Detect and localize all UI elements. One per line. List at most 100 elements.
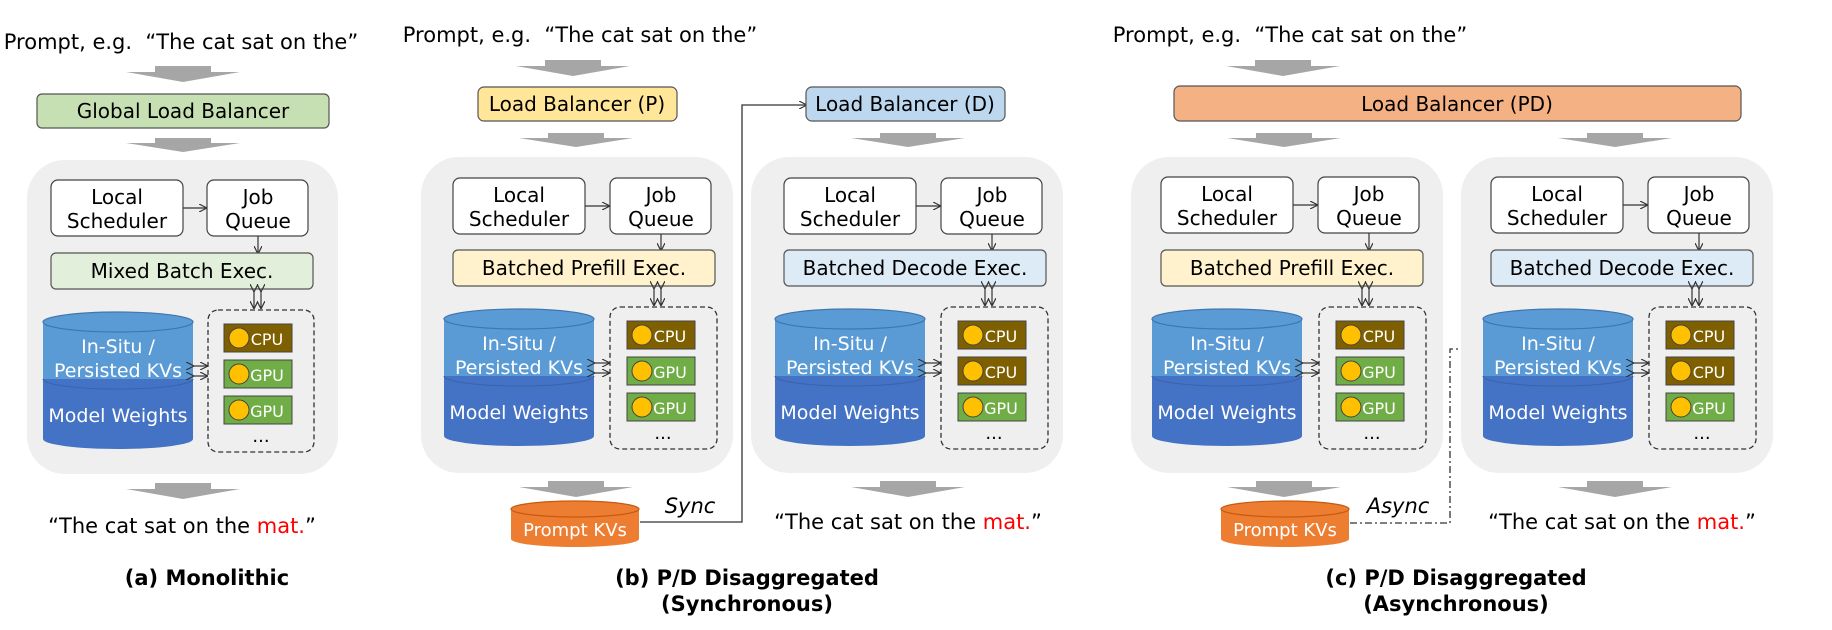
svg-text:GPU: GPU	[1692, 399, 1726, 418]
job-queue-label-line2: Queue	[628, 207, 694, 231]
local-scheduler-label-line1: Local	[824, 183, 876, 207]
sync-label: Sync	[665, 494, 716, 518]
chips-ellipsis: ...	[654, 423, 671, 444]
global-load-balancer	[36, 93, 330, 129]
job-queue-label-line1: Job	[644, 183, 677, 207]
flow-arrow	[519, 133, 633, 147]
svg-text:GPU: GPU	[1362, 363, 1396, 382]
job-queue-label-line1: Job	[975, 183, 1008, 207]
kv-label-line2: Persisted KVs	[786, 357, 914, 379]
caption-a: (a) Monolithic	[125, 566, 289, 590]
batched-decode-exec-label: Batched Decode Exec.	[1510, 256, 1735, 280]
prompt-kvs-label: Prompt KVs	[1233, 520, 1337, 541]
caption-c-line2: (Asynchronous)	[1363, 592, 1549, 616]
output-text: “The cat sat on the mat.”	[774, 510, 1042, 534]
local-scheduler-label-line1: Local	[1201, 182, 1253, 206]
prompt-kvs-label: Prompt KVs	[523, 520, 627, 541]
flow-arrow	[1558, 133, 1672, 147]
mixed-batch-exec-label: Mixed Batch Exec.	[91, 259, 274, 283]
local-scheduler-label-line2: Scheduler	[469, 207, 570, 231]
flow-arrow	[126, 483, 240, 499]
flow-arrow	[1558, 481, 1672, 497]
mixed-batch-exec	[50, 252, 314, 290]
hardware-group	[207, 309, 315, 453]
hardware-group	[1648, 306, 1757, 450]
local-scheduler-label-line1: Local	[493, 183, 545, 207]
hardware-group	[940, 306, 1049, 450]
load-balancer-pd	[1173, 85, 1742, 122]
kv-store-cylinder	[42, 311, 194, 449]
flow-arrow	[519, 481, 633, 497]
load-balancer-p-label: Load Balancer (P)	[489, 92, 665, 116]
local-scheduler-label-line2: Scheduler	[800, 207, 901, 231]
flow-arrow	[1227, 481, 1341, 497]
chip-cpu: CPU	[1665, 356, 1735, 386]
chips-ellipsis: ...	[252, 426, 269, 447]
load-balancer-d	[805, 86, 1006, 122]
svg-text:CPU: CPU	[654, 327, 687, 346]
prompt-kvs-cylinder	[510, 500, 640, 547]
panel-pd-synchronous: Prompt, e.g. “The cat sat on the” Load B…	[403, 23, 1063, 616]
chip-cpu: CPU	[626, 320, 696, 350]
model-weights-label: Model Weights	[1157, 402, 1296, 424]
job-queue-label-line1: Job	[241, 185, 274, 209]
kv-label-line2: Persisted KVs	[1163, 357, 1291, 379]
chip-cpu: CPU	[223, 323, 293, 353]
flow-arrow	[126, 138, 240, 152]
chips-ellipsis: ...	[1363, 423, 1380, 444]
chip-gpu: GPU	[1335, 356, 1405, 386]
prompt-kvs-cylinder	[1220, 500, 1350, 547]
panel-pd-asynchronous: Prompt, e.g. “The cat sat on the” Load B…	[1113, 23, 1773, 616]
svg-text:GPU: GPU	[250, 402, 284, 421]
svg-text:CPU: CPU	[251, 330, 284, 349]
async-label: Async	[1365, 494, 1430, 518]
svg-text:GPU: GPU	[250, 366, 284, 385]
load-balancer-d-label: Load Balancer (D)	[815, 92, 995, 116]
chip-gpu: GPU	[957, 392, 1027, 422]
flow-arrow	[851, 481, 965, 497]
batched-prefill-exec-label: Batched Prefill Exec.	[482, 256, 686, 280]
flow-arrow	[851, 133, 965, 147]
kv-label-line1: In-Situ /	[81, 336, 155, 358]
flow-arrow	[516, 60, 630, 76]
local-scheduler-label-line2: Scheduler	[1177, 206, 1278, 230]
svg-text:GPU: GPU	[984, 399, 1018, 418]
hardware-group	[1318, 306, 1427, 450]
prompt-label: Prompt, e.g. “The cat sat on the”	[4, 30, 358, 54]
model-weights-label: Model Weights	[449, 402, 588, 424]
batched-decode-exec	[1490, 249, 1754, 287]
panel-monolithic: Prompt, e.g. “The cat sat on the” Global…	[4, 30, 358, 590]
batched-prefill-exec	[1160, 249, 1424, 287]
batched-prefill-exec	[452, 249, 716, 287]
local-scheduler-label-line1: Local	[1531, 182, 1583, 206]
svg-text:CPU: CPU	[1363, 327, 1396, 346]
kv-store-cylinder	[443, 308, 595, 446]
model-weights-label: Model Weights	[48, 405, 187, 427]
flow-arrow	[126, 66, 240, 82]
caption-c-line1: (c) P/D Disaggregated	[1325, 566, 1586, 590]
caption-b-line1: (b) P/D Disaggregated	[615, 566, 879, 590]
chip-cpu: CPU	[1335, 320, 1405, 350]
batched-decode-exec	[783, 249, 1047, 287]
chip-gpu: GPU	[626, 356, 696, 386]
local-scheduler-label-line1: Local	[91, 185, 143, 209]
svg-text:CPU: CPU	[985, 363, 1018, 382]
kv-label-line2: Persisted KVs	[54, 360, 182, 382]
prompt-label: Prompt, e.g. “The cat sat on the”	[1113, 23, 1467, 47]
chip-gpu: GPU	[223, 359, 293, 389]
chip-gpu: GPU	[1335, 392, 1405, 422]
global-load-balancer-label: Global Load Balancer	[77, 99, 290, 123]
chip-cpu: CPU	[957, 320, 1027, 350]
load-balancer-p	[477, 86, 678, 122]
sync-transfer-line	[640, 105, 806, 523]
flow-arrow	[1227, 133, 1341, 147]
output-text: “The cat sat on the mat.”	[1488, 510, 1756, 534]
batched-prefill-exec-label: Batched Prefill Exec.	[1190, 256, 1394, 280]
kv-label-line1: In-Situ /	[1521, 333, 1595, 355]
job-queue-label-line2: Queue	[959, 207, 1025, 231]
job-queue-label-line2: Queue	[1336, 206, 1402, 230]
output-text: “The cat sat on the mat.”	[48, 514, 316, 538]
kv-label-line2: Persisted KVs	[1494, 357, 1622, 379]
chips-ellipsis: ...	[1693, 423, 1710, 444]
